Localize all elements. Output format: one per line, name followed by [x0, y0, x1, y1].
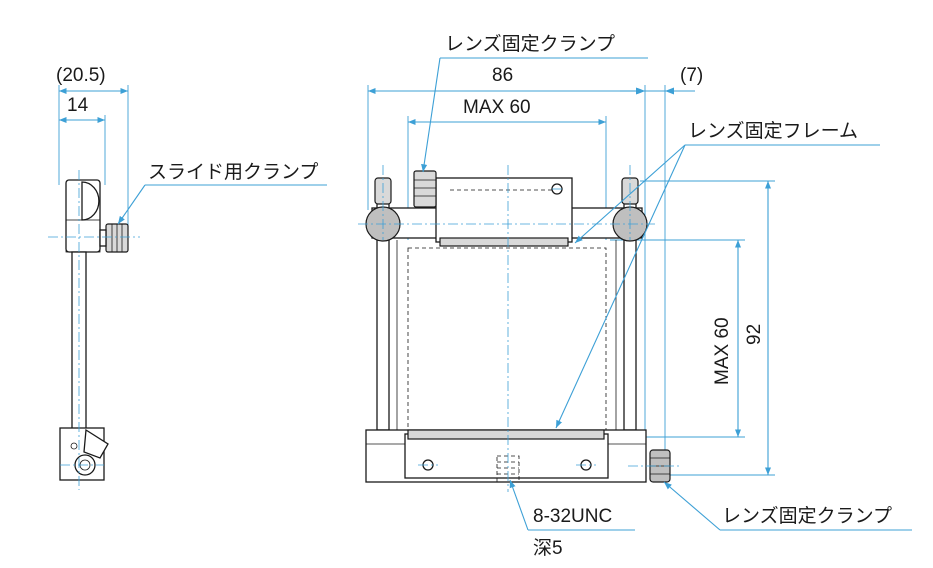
label-lens-frame: レンズ固定フレーム — [688, 120, 858, 142]
label-thread-depth: 深5 — [533, 537, 563, 559]
label-height-total: 92 — [744, 324, 765, 345]
front-view — [358, 57, 912, 531]
label-side-width-ref: (20.5) — [56, 65, 106, 86]
label-clamp-offset: (7) — [680, 65, 703, 86]
side-view — [48, 85, 327, 490]
label-width-total: 86 — [492, 65, 513, 86]
label-lens-clamp-bottom: レンズ固定クランプ — [722, 505, 892, 527]
label-max-height: MAX 60 — [712, 317, 733, 385]
label-slide-clamp: スライド用クランプ — [148, 161, 318, 183]
label-side-width: 14 — [67, 95, 89, 116]
label-thread: 8-32UNC — [533, 506, 612, 527]
label-max-width: MAX 60 — [463, 97, 531, 118]
label-lens-clamp-top: レンズ固定クランプ — [445, 33, 615, 55]
